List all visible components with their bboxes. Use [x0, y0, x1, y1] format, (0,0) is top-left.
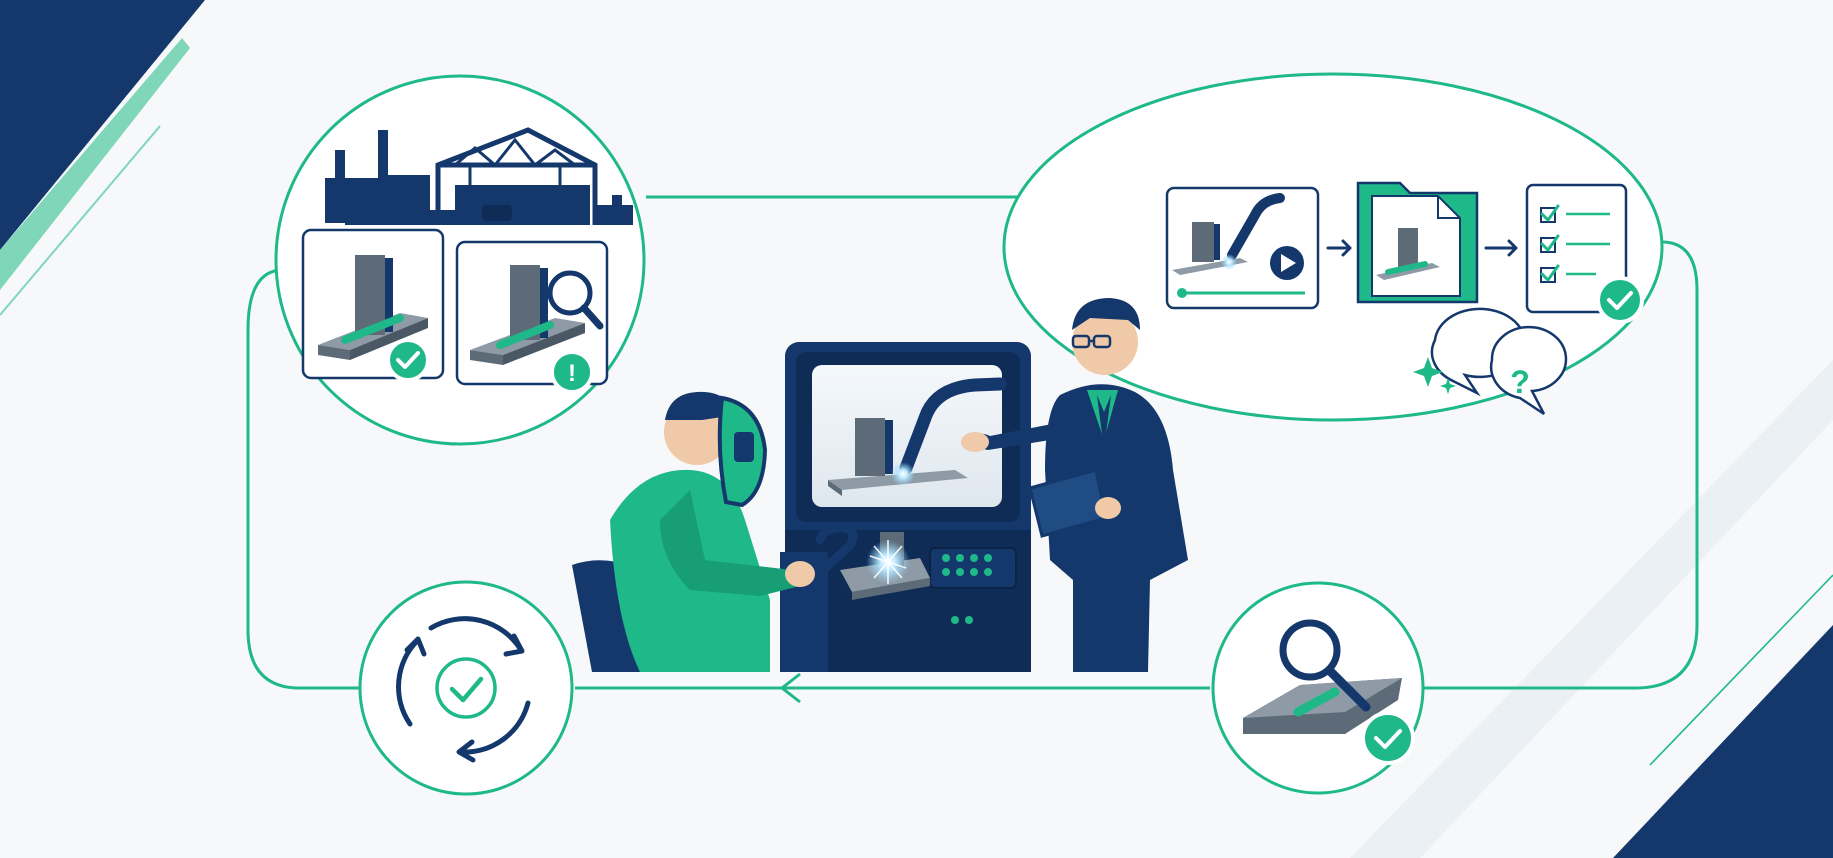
check-icon: [386, 338, 430, 382]
instructor-face: [1072, 309, 1138, 375]
arrow-right-icon: [1326, 239, 1352, 257]
check-icon: [1596, 276, 1644, 324]
instructor-hand: [961, 432, 989, 452]
magnifier-icon: [1279, 619, 1371, 712]
trainee-welder: [572, 391, 858, 672]
instructor-hair: [1072, 298, 1140, 330]
corner-decoration-top-left: [0, 0, 205, 316]
factory-skyline-icon: [325, 130, 633, 225]
practice-workpiece: [840, 532, 930, 600]
control-keypad: [942, 554, 992, 576]
instructor-tie: [1097, 395, 1111, 450]
question-speech-bubble: ?: [1489, 325, 1568, 416]
stage-continuous-improvement: [358, 580, 574, 796]
magnifier-icon: [547, 270, 604, 330]
weld-file-folder-card: [1356, 181, 1479, 304]
connector-bottom-arrow: [779, 672, 801, 704]
connector-right: [1422, 240, 1699, 690]
video-recording-card: [1165, 186, 1320, 310]
stage-workplace-quality: !: [274, 74, 646, 446]
sparkle-icon: [1413, 357, 1456, 394]
check-icon: [435, 657, 497, 719]
trainee-hand: [785, 561, 815, 587]
instructor-body: [1045, 384, 1188, 672]
instructor-arm-gesture: [970, 424, 1052, 450]
warning-mark: !: [568, 360, 576, 387]
connector-left: [246, 268, 360, 690]
factory-truss-icon: [435, 127, 598, 225]
welding-helmet-icon: [717, 395, 768, 508]
weld-sample-defect-card: !: [455, 240, 609, 394]
refresh-cycle-icon: [396, 616, 531, 763]
welding-torch: [810, 523, 858, 583]
arrow-right-icon: [1484, 239, 1518, 257]
stage-inspection: [1211, 581, 1425, 795]
exclamation-icon: !: [550, 350, 594, 394]
central-training-scene: [572, 298, 1188, 672]
checklist-icon: [1525, 183, 1644, 324]
weld-spark: [891, 462, 915, 486]
glasses-icon: [1071, 334, 1112, 349]
t-joint-weld-icon: [318, 255, 428, 360]
t-joint-weld-icon: [470, 265, 585, 365]
play-icon: [1270, 246, 1304, 280]
trainee-hair: [665, 391, 735, 420]
stage-recording-documentation: ?: [1002, 72, 1664, 422]
stage-circle: [358, 580, 574, 796]
welding-simulator-machine: [780, 342, 1031, 672]
check-icon: [1361, 711, 1415, 765]
weld-sample-good-card: [301, 228, 445, 382]
question-icon: ?: [1510, 364, 1530, 400]
instructor: [961, 298, 1188, 672]
corner-decoration-bottom-right: [1350, 360, 1833, 858]
